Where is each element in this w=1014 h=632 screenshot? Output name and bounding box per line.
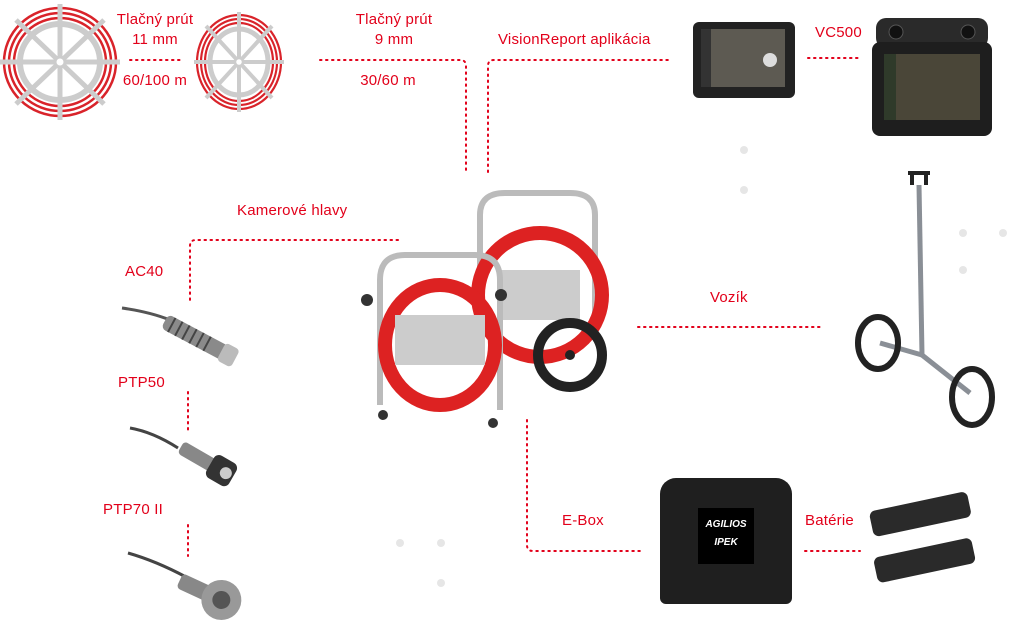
reel-11-length: 60/100 m <box>122 72 188 89</box>
reel-9-length: 30/60 m <box>360 72 416 89</box>
reel-9mm-icon <box>194 12 284 112</box>
vc500-controller-image <box>872 18 992 136</box>
reel-11-diameter: 11 mm <box>132 31 178 48</box>
reel-9-diameter: 9 mm <box>374 31 414 48</box>
reel-9-title: Tlačný prút <box>355 11 433 28</box>
reel-9-connector <box>319 59 467 173</box>
ptp70-label: PTP70 II <box>103 501 163 518</box>
ebox-label: E-Box <box>562 512 604 529</box>
vision-report-connector <box>487 59 671 173</box>
vision-report-tablet-image <box>693 22 795 98</box>
batteries-image <box>869 492 976 583</box>
ptp50-camera-head-image <box>129 426 238 487</box>
cart-image <box>855 171 995 428</box>
reel-11-title: Tlačný prút <box>116 11 194 28</box>
cart-label: Vozík <box>710 289 748 306</box>
push-rod-reels-image <box>361 190 609 428</box>
ebox-connector <box>526 419 641 552</box>
vision-report-label: VisionReport aplikácia <box>498 31 651 48</box>
camera-heads-label: Kamerové hlavy <box>237 202 348 219</box>
reel-11mm-icon <box>0 4 120 120</box>
camera-heads-connector <box>189 239 399 301</box>
ptp70-camera-head-image <box>127 551 242 620</box>
ac40-camera-head-image <box>121 306 239 367</box>
agilios-logo: AGILIOS <box>705 519 747 530</box>
decorative-dots <box>396 146 1007 587</box>
batteries-label: Batérie <box>805 512 854 529</box>
vc500-label: VC500 <box>815 24 862 41</box>
ac40-label: AC40 <box>125 263 164 280</box>
ptp50-label: PTP50 <box>118 374 165 391</box>
ebox-image: AGILIOS IPEK <box>660 478 792 604</box>
ipek-logo: IPEK <box>714 537 738 548</box>
